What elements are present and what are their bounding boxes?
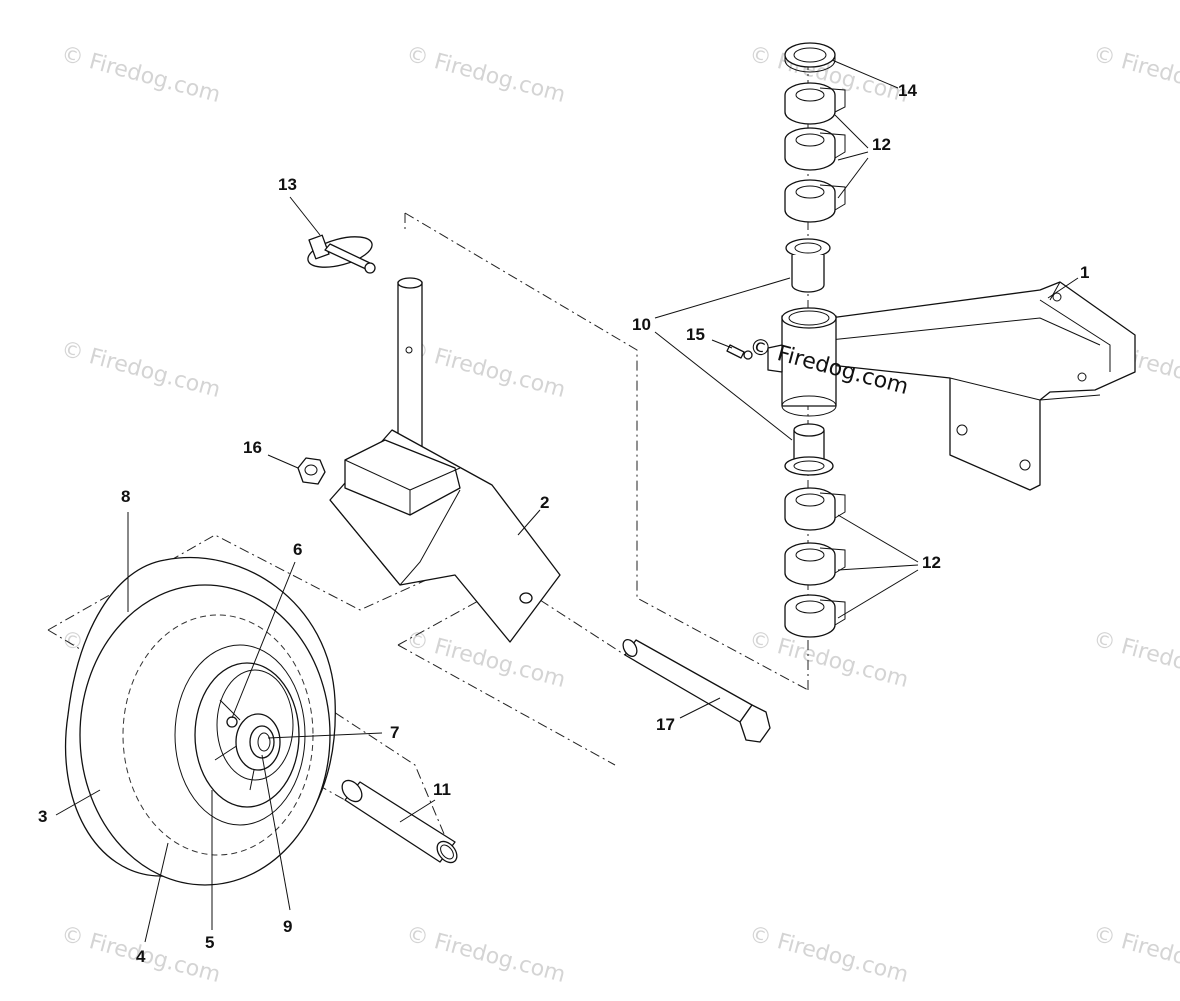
callout-5: 5 (205, 933, 214, 952)
caster-wheel (64, 556, 336, 886)
callout-14: 14 (898, 81, 917, 100)
callout-4: 4 (136, 947, 146, 966)
callout-12-upper: 12 (872, 135, 891, 154)
callout-13: 13 (278, 175, 297, 194)
flange-bushing-lower (784, 423, 834, 476)
watermark: © Firedog.com (58, 42, 223, 108)
callout-10: 10 (632, 315, 651, 334)
callout-15: 15 (686, 325, 705, 344)
callout-8: 8 (121, 487, 130, 506)
callout-3: 3 (38, 807, 47, 826)
leader-lines (55, 59, 1079, 943)
ring-pin (307, 234, 376, 274)
caster-fork (329, 277, 561, 643)
callout-9: 9 (283, 917, 292, 936)
callout-12-lower: 12 (922, 553, 941, 572)
watermark: © Firedog.com (58, 337, 223, 403)
callout-7: 7 (390, 723, 399, 742)
callout-1: 1 (1080, 263, 1089, 282)
axle-bolt (622, 638, 771, 743)
callout-2: 2 (540, 493, 549, 512)
watermark: © Firedog.com (403, 42, 568, 108)
grease-fitting (726, 344, 753, 360)
caster-mount-arm (767, 281, 1136, 491)
callout-labels: 1 2 3 4 5 6 7 8 9 10 11 12 12 13 14 15 1… (38, 81, 1089, 966)
spacer-rings-upper (784, 82, 846, 223)
watermark: © Firedog.com (403, 337, 568, 403)
flange-bushing-upper (785, 238, 831, 293)
spacer-rings-lower (784, 487, 846, 638)
watermark: © Firedog.com (1090, 627, 1180, 693)
callout-6: 6 (293, 540, 302, 559)
callout-17: 17 (656, 715, 675, 734)
callout-11: 11 (433, 780, 451, 799)
watermark: © Firedog.com (403, 627, 568, 693)
callout-16: 16 (243, 438, 262, 457)
watermark: © Firedog.com (746, 922, 911, 988)
thrust-washer (784, 42, 836, 73)
watermark: © Firedog.com (746, 627, 911, 693)
watermark: © Firedog.com (1090, 42, 1180, 108)
watermark: © Firedog.com (403, 922, 568, 988)
lock-nut (297, 457, 326, 485)
watermark: © Firedog.com (1090, 922, 1180, 988)
